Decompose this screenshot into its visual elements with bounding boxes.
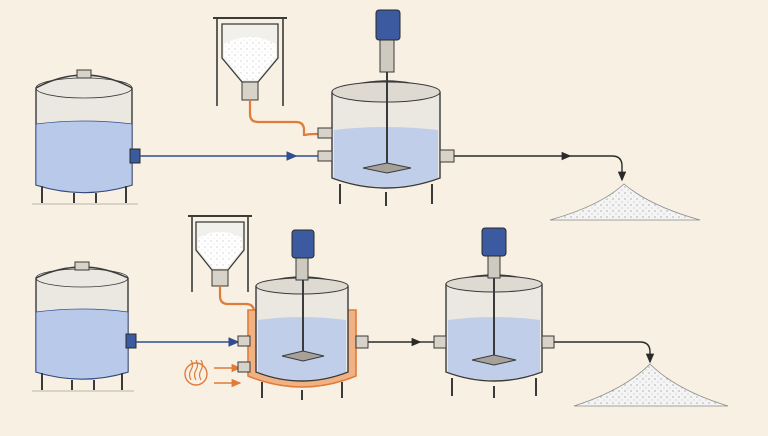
powder-hopper-2 — [188, 215, 252, 292]
powder-hopper-1 — [213, 17, 287, 106]
powder-pile-1 — [549, 183, 701, 221]
heat-input — [184, 359, 242, 388]
process-line-2 — [32, 215, 729, 407]
heat-icon — [184, 362, 208, 386]
product-line-2 — [554, 341, 655, 364]
powder-pile-2 — [573, 363, 729, 407]
mixing-vessel-1 — [317, 9, 455, 206]
jacketed-mixing-vessel — [237, 229, 369, 400]
second-mixing-vessel — [433, 227, 555, 398]
powder-feed-line-1 — [248, 100, 319, 137]
liquid-storage-tank-2 — [32, 261, 137, 392]
powder-feed-line-2 — [218, 286, 256, 313]
liquid-storage-tank-1 — [32, 69, 141, 205]
process-line-1 — [32, 9, 701, 221]
